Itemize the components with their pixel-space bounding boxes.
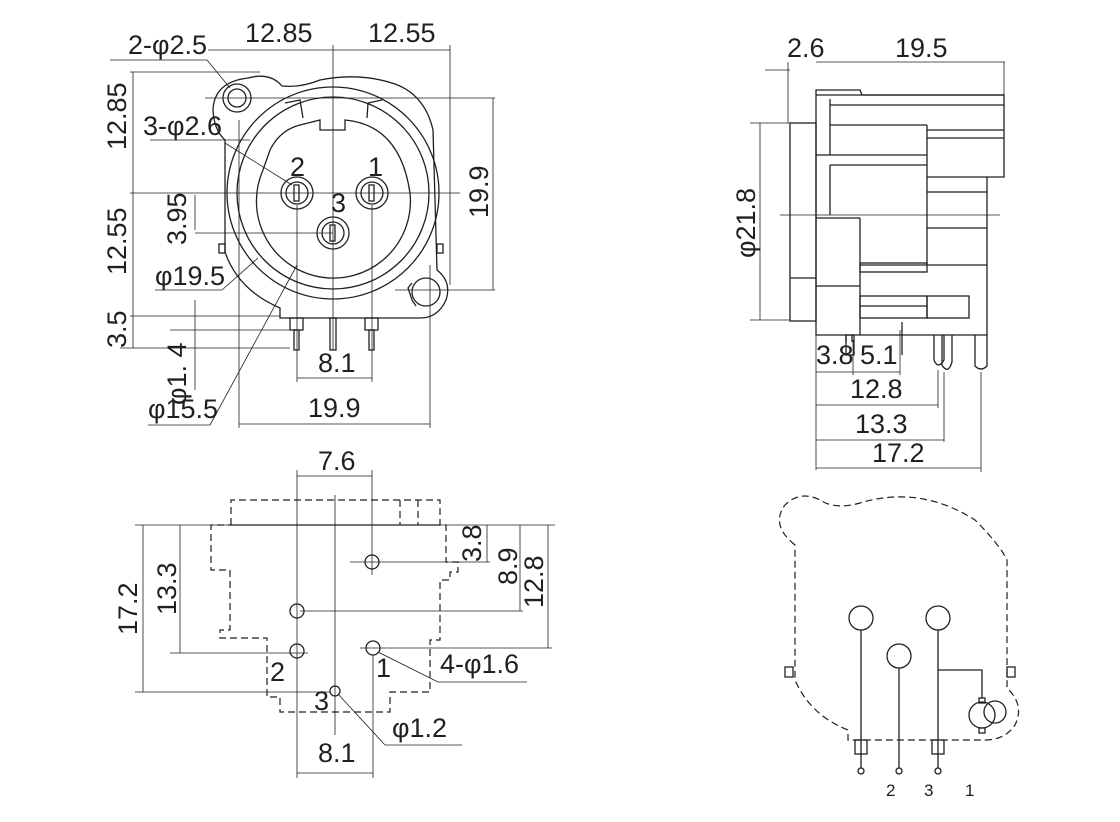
dim-bottom-spacing: 8.1 [318, 738, 356, 768]
dim-pin3-offset: 3.95 [162, 192, 192, 245]
pcb-pin-label-2: 2 [270, 657, 285, 687]
dim-right-a: 3.8 [457, 524, 487, 562]
pcb-pin-label-3: 3 [314, 686, 329, 716]
side-view: 2.6 19.5 φ21.8 3.8 5.1 12.8 13.3 17.2 [731, 33, 1005, 472]
dim-a: 3.8 [816, 340, 854, 370]
pcb-tab [399, 500, 419, 525]
front-dimension-lines [110, 45, 495, 428]
dim-depth: 19.5 [895, 33, 948, 63]
dim-height-total: 17.2 [113, 582, 143, 635]
ring-diameter-label: φ19.5 [155, 261, 225, 291]
schematic-pin-2: 2 [886, 781, 895, 800]
mount-holes-label: 2-φ2.5 [128, 30, 207, 60]
dim-width: 19.9 [308, 393, 361, 423]
pin-label-1: 1 [368, 152, 383, 182]
dim-top-spacing: 7.6 [318, 446, 356, 476]
insert-face [255, 119, 412, 279]
dim-left-upper: 12.85 [102, 82, 132, 150]
pin-label-3: 3 [331, 188, 346, 218]
dim-right-c: 12.8 [519, 555, 549, 608]
schematic-pin-3: 3 [924, 781, 933, 800]
dim-top-right: 12.55 [368, 18, 436, 48]
dim-top-left: 12.85 [245, 18, 313, 48]
pin-label-2: 2 [290, 152, 305, 182]
pcb-pin-label-1: 1 [376, 653, 391, 683]
dim-height: 19.9 [464, 165, 494, 218]
solder-pins [289, 317, 379, 351]
dim-left-bottom: 3.5 [102, 310, 132, 348]
pcb-layout: 7.6 17.2 13.3 3.8 8.9 12.8 4-φ1.6 φ1.2 8… [113, 446, 555, 778]
pin-diameter-label: φ1. 4 [162, 342, 192, 405]
latch-tab [407, 282, 417, 307]
dim-b: 5.1 [860, 340, 898, 370]
front-view: 2-φ2.5 12.85 12.55 12.85 12.55 3.5 3-φ2.… [102, 18, 495, 428]
side-tab-left [218, 243, 226, 254]
front-body-outline [212, 75, 449, 319]
dim-flange: 2.6 [787, 33, 825, 63]
inner-diameter-label: φ15.5 [148, 394, 218, 424]
schematic-tab-left [784, 666, 794, 678]
pcb-outline [210, 499, 459, 713]
dim-diameter: φ21.8 [731, 188, 761, 258]
dim-pin-spacing: 8.1 [318, 348, 356, 378]
dim-d: 13.3 [855, 409, 908, 439]
side-dimension-lines [750, 61, 1005, 472]
dim-e: 17.2 [872, 438, 925, 468]
small-hole-label: φ1.2 [392, 713, 447, 743]
schematic-view: 2 3 1 [778, 495, 1020, 800]
dim-left-lower: 12.55 [102, 207, 132, 275]
dim-right-b: 8.9 [493, 547, 523, 585]
pcb-dimension-lines [135, 470, 555, 778]
schematic-contacts [848, 605, 1007, 775]
contact-holes-label: 3-φ2.6 [143, 111, 222, 141]
side-tab-right [436, 243, 444, 254]
dim-c: 12.8 [850, 374, 903, 404]
key-slots [284, 99, 383, 119]
dim-height-mid: 13.3 [152, 562, 182, 615]
schematic-pin-1: 1 [965, 781, 974, 800]
large-holes-label: 4-φ1.6 [440, 649, 519, 679]
side-body [789, 89, 1005, 370]
mount-hole-bottom-right [411, 277, 441, 307]
schematic-outline [778, 495, 1020, 741]
schematic-tab-right [1006, 666, 1016, 678]
